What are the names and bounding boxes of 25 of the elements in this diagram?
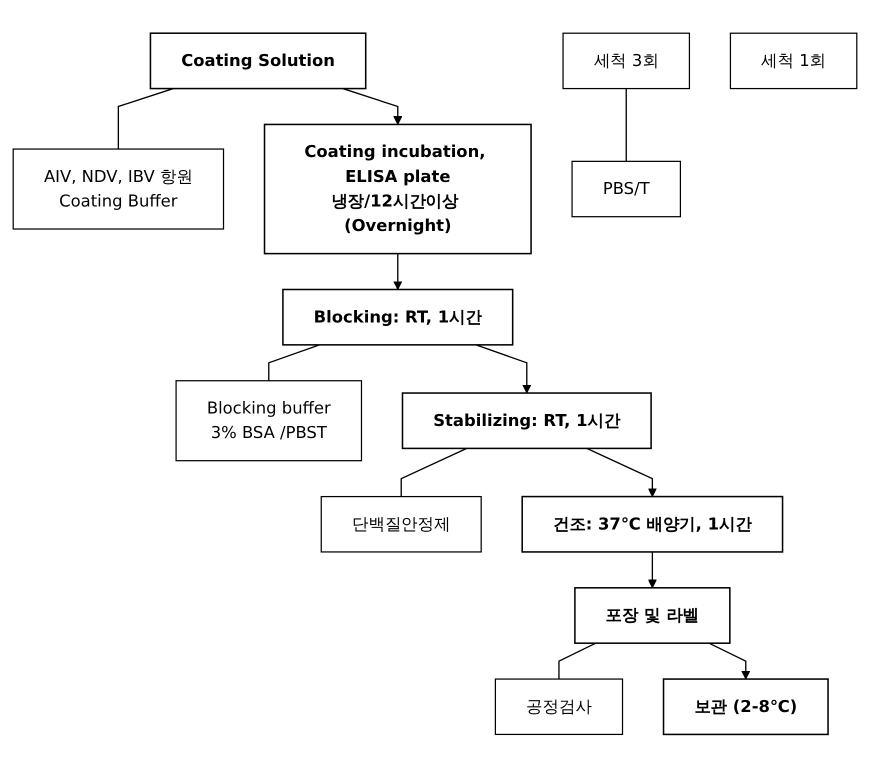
arrow: [708, 642, 750, 680]
node-box: 세척 1회: [730, 32, 858, 89]
node-box: Blocking buffer 3% BSA /PBST: [175, 380, 362, 461]
connector: [558, 642, 596, 679]
connector: [626, 88, 627, 162]
node-box: Blocking: RT, 1시간: [282, 288, 514, 346]
node-box: AIV, NDV, IBV 항원 Coating Buffer: [12, 148, 224, 230]
arrow: [342, 88, 402, 125]
arrow: [586, 447, 657, 497]
connector: [118, 88, 174, 149]
node-box: 포장 및 라벨: [574, 586, 731, 644]
arrow: [648, 552, 657, 588]
connector: [268, 344, 320, 380]
node-box: Coating Solution: [150, 32, 366, 90]
node-box: Stabilizing: RT, 1시간: [402, 392, 652, 449]
connector: [400, 447, 468, 496]
node-box: 건조: 37℃ 배양기, 1시간: [521, 496, 784, 552]
node-box: Coating incubation, ELISA plate 냉장/12시간이상 (Overnight): [264, 123, 532, 254]
arrow: [393, 253, 402, 290]
arrow: [476, 344, 532, 394]
node-box: 단백질안정제: [320, 496, 482, 552]
node-box: 공정검사: [494, 678, 624, 735]
node-box: 세척 3회: [562, 32, 690, 89]
node-box: 보관 (2-8℃): [662, 678, 829, 735]
node-box: PBS/T: [571, 160, 682, 218]
